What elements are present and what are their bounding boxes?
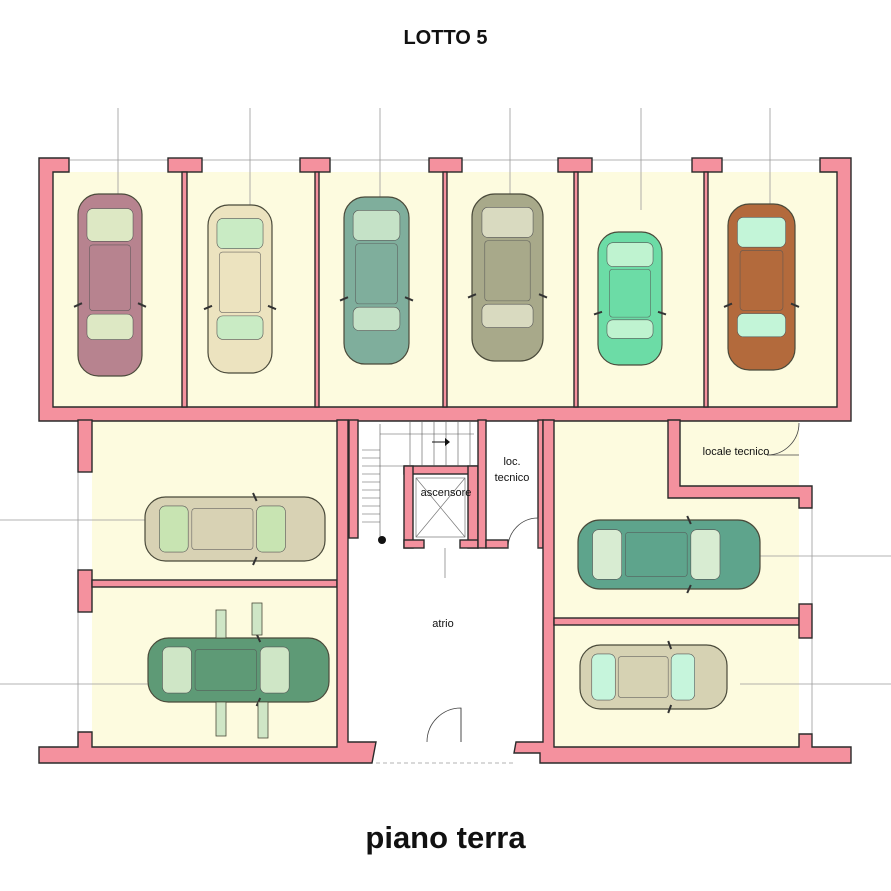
partition-top-5 xyxy=(703,171,709,408)
car-open-door xyxy=(215,609,227,639)
car-top-view xyxy=(144,492,326,566)
plan-title: LOTTO 5 xyxy=(403,27,488,49)
car-open-door xyxy=(251,602,263,636)
car-top-view xyxy=(467,193,548,362)
tech-room-bottom xyxy=(485,539,509,549)
room-label-loc-tecnico-2: tecnico xyxy=(495,472,530,484)
door-swing-locale-tecnico xyxy=(766,422,800,456)
left-divider xyxy=(91,579,338,588)
wall-stub-top-3 xyxy=(428,157,463,173)
stair-start-dot xyxy=(378,536,386,544)
outer-wall-bottom-left xyxy=(38,419,377,764)
elevator-cross xyxy=(415,477,466,578)
room-label-locale-tecnico: locale tecnico xyxy=(703,446,770,458)
car-top-view xyxy=(339,196,414,365)
car-open-door xyxy=(215,701,227,737)
car-open-door xyxy=(257,701,269,739)
car-top-view xyxy=(593,231,667,366)
partition-top-1 xyxy=(181,171,188,408)
room-label-loc-tecnico-1: loc. xyxy=(503,456,520,468)
lift-shaft-bottom-right xyxy=(459,539,479,549)
wall-stub-top-1 xyxy=(167,157,203,173)
door-swings xyxy=(426,422,800,743)
outer-wall-bottom-right xyxy=(513,419,852,764)
room-label-atrio: atrio xyxy=(432,618,453,630)
left-pier-1 xyxy=(77,419,93,473)
car-top-view xyxy=(579,640,728,714)
right-divider xyxy=(553,617,800,626)
wall-stub-top-2 xyxy=(299,157,331,173)
partition-top-2 xyxy=(314,171,320,408)
tech-room-right-wall xyxy=(537,419,544,549)
outer-wall-top xyxy=(38,157,852,422)
tech-room-left-wall xyxy=(477,419,487,549)
lift-shaft-left xyxy=(403,465,414,549)
car-top-view xyxy=(577,515,761,594)
wall-stub-top-5 xyxy=(691,157,723,173)
lift-shaft-bottom-left xyxy=(403,539,425,549)
tech-room-enclosure xyxy=(667,419,813,509)
lift-shaft-right xyxy=(467,465,479,549)
room-label-ascensore: ascensore xyxy=(421,487,472,499)
staircase xyxy=(362,422,474,540)
walls xyxy=(38,157,852,764)
left-pier-2 xyxy=(77,569,93,613)
partition-top-3 xyxy=(442,171,448,408)
car-top-view xyxy=(203,204,277,374)
partition-top-4 xyxy=(573,171,579,408)
plan-subtitle: piano terra xyxy=(365,820,526,855)
door-swing-tech-room xyxy=(507,517,539,549)
car-top-view xyxy=(723,203,800,371)
stair-arrow-icon xyxy=(445,438,450,446)
lift-shaft-top xyxy=(403,465,479,475)
cars-layer xyxy=(73,193,800,739)
car-top-view xyxy=(73,193,147,377)
reference-lines xyxy=(0,108,891,764)
right-pier xyxy=(798,603,813,639)
car-top-view xyxy=(147,633,330,707)
stair-wall xyxy=(348,419,359,539)
wall-stub-top-4 xyxy=(557,157,593,173)
door-swing-entrance xyxy=(426,707,462,743)
